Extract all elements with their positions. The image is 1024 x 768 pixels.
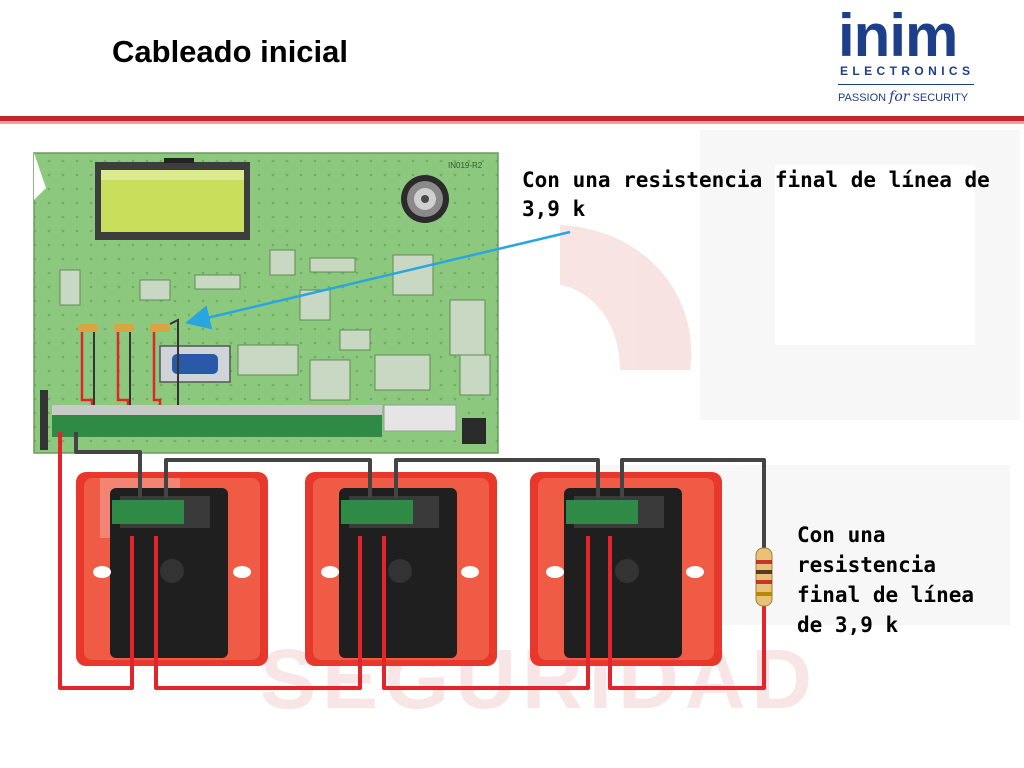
detector-base-2 — [305, 472, 497, 666]
lcd-display — [95, 158, 250, 240]
detector-base-1 — [76, 472, 268, 666]
callout-top-text: Con una resistencia final de línea de 3,… — [522, 168, 990, 221]
logo-wordmark: inim — [838, 2, 958, 69]
logo-divider — [838, 84, 974, 85]
buzzer — [401, 175, 449, 223]
callout-right-text: Con una resistencia final de línea de 3,… — [797, 523, 975, 637]
negative-wires — [74, 432, 766, 552]
title-rule — [0, 116, 1024, 121]
logo-tagline-for: for — [889, 89, 910, 105]
logo-tagline: PASSION for SECURITY — [838, 89, 968, 105]
detector-base-3 — [530, 472, 722, 666]
positive-wires — [58, 432, 766, 690]
title-rule-shadow — [0, 121, 1024, 124]
logo-tagline-right: SECURITY — [912, 92, 969, 104]
end-of-line-resistor — [755, 547, 773, 607]
logo-tagline-left: PASSION — [838, 92, 887, 104]
logo-subtitle: ELECTRONICS — [840, 64, 975, 78]
control-panel-board: IN019-R2 — [33, 152, 499, 454]
board-components — [59, 249, 491, 401]
callout-arrow — [185, 230, 571, 330]
slide-title: Cableado inicial — [112, 34, 349, 69]
serial-connector — [159, 345, 231, 383]
board-label: IN019-R2 — [448, 161, 483, 170]
terminal-block — [40, 390, 486, 450]
